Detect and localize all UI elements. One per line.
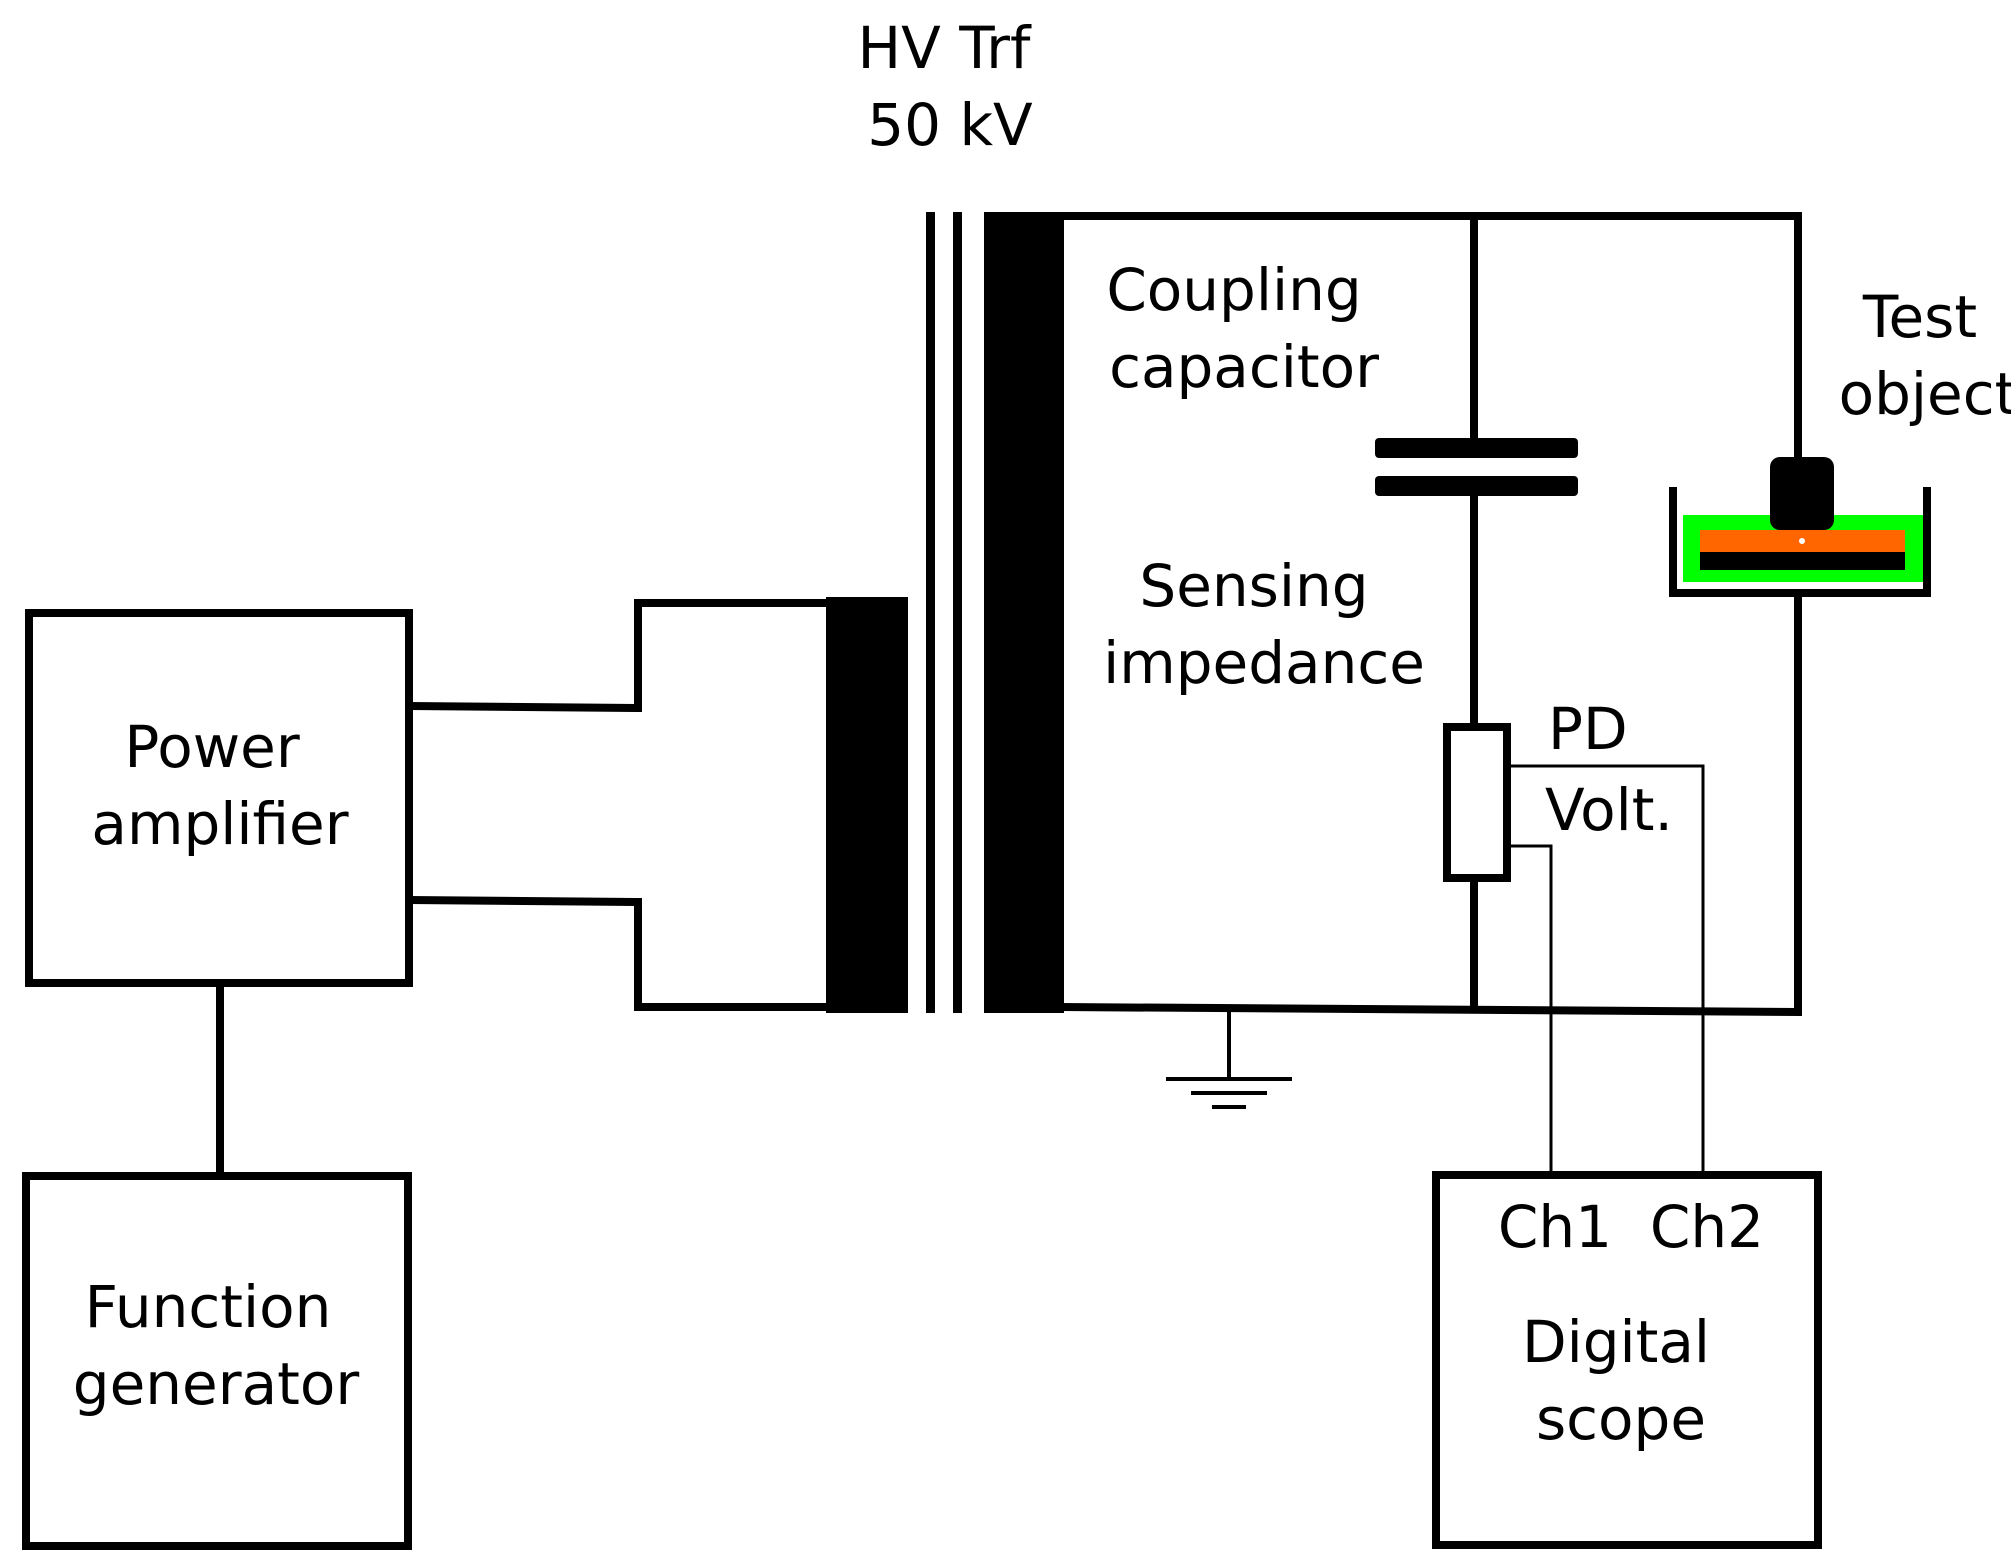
digital-scope-label-1: Digital bbox=[1522, 1308, 1710, 1376]
test-object-label-2: object bbox=[1839, 360, 2011, 428]
transformer-core-line-right bbox=[953, 212, 962, 1013]
pd-channel-label: PD bbox=[1548, 695, 1628, 763]
coupling-capacitor-plate-top bbox=[1375, 438, 1578, 458]
sensing-impedance-label-2: impedance bbox=[1103, 629, 1425, 697]
hv-transformer-label-2: 50 kV bbox=[867, 91, 1033, 159]
voltage-signal-lead bbox=[1507, 844, 1553, 1175]
function-generator-label-1: Function bbox=[85, 1273, 332, 1341]
test-object-tank bbox=[1669, 487, 1931, 597]
hv-bus-wire bbox=[1060, 212, 1802, 460]
digital-scope-box bbox=[1432, 1171, 1822, 1549]
transformer-primary-winding bbox=[826, 597, 908, 1013]
pd-signal-lead bbox=[1507, 764, 1705, 1175]
power-amplifier-label-2: amplifier bbox=[91, 790, 348, 858]
coupling-capacitor-label-2: capacitor bbox=[1109, 333, 1379, 401]
scope-ch2-label: Ch2 bbox=[1650, 1193, 1764, 1261]
test-object-label-1: Test bbox=[1862, 283, 1977, 351]
test-object-ground-plate bbox=[1700, 552, 1905, 570]
ground-bus-wire bbox=[1059, 590, 1802, 1017]
digital-scope-label-2: scope bbox=[1536, 1385, 1706, 1453]
transformer-core-line-left bbox=[926, 212, 935, 1013]
test-object-hv-electrode bbox=[1770, 457, 1834, 530]
function-generator-label-2: generator bbox=[73, 1350, 360, 1418]
power-amplifier-label-1: Power bbox=[124, 713, 300, 781]
primary-wire-top bbox=[408, 599, 830, 713]
transformer-secondary-winding bbox=[984, 212, 1064, 1013]
scope-ch1-label: Ch1 bbox=[1498, 1193, 1612, 1261]
voltage-channel-label: Volt. bbox=[1545, 776, 1673, 844]
coupling-capacitor-label-1: Coupling bbox=[1106, 256, 1361, 324]
sensing-impedance-label-1: Sensing bbox=[1139, 552, 1368, 620]
primary-wire-bottom bbox=[408, 896, 830, 1011]
sensing-impedance-resistor bbox=[1443, 723, 1511, 882]
hv-transformer-label-1: HV Trf bbox=[858, 14, 1032, 82]
coupling-capacitor-plate-bottom bbox=[1375, 476, 1578, 496]
test-object-defect-point bbox=[1799, 538, 1805, 544]
